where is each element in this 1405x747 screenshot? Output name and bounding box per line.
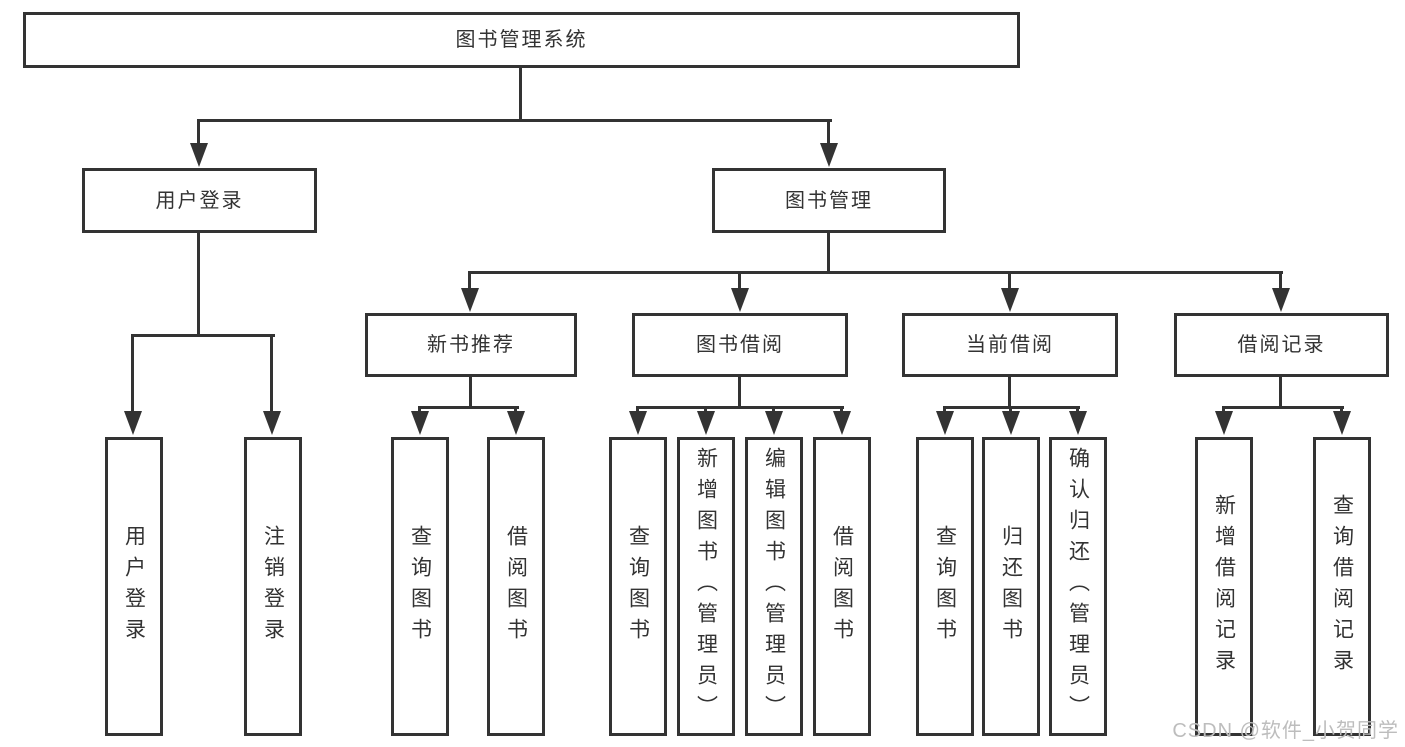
- leaf-user-login: 用户登录: [105, 437, 163, 736]
- connector-line: [943, 406, 946, 413]
- leaf-query-books-borrowing: 查询图书: [609, 437, 667, 736]
- connector-line: [1008, 271, 1011, 290]
- arrow-down-icon: [1002, 411, 1020, 435]
- connector-line: [418, 406, 519, 409]
- arrow-down-icon: [833, 411, 851, 435]
- node-label: 借阅图书: [504, 524, 528, 649]
- csdn-watermark: CSDN @软件_小贺同学: [1172, 720, 1399, 742]
- arrow-down-icon: [461, 288, 479, 312]
- node-label: 当前借阅: [966, 334, 1054, 356]
- connector-line: [772, 406, 775, 413]
- connector-line: [738, 271, 741, 290]
- leaf-borrow-books-recommend: 借阅图书: [487, 437, 545, 736]
- connector-line: [636, 406, 844, 409]
- arrow-down-icon: [124, 411, 142, 435]
- arrow-down-icon: [731, 288, 749, 312]
- connector-line: [197, 119, 200, 145]
- node-label: 图书管理: [785, 189, 873, 212]
- connector-line: [270, 334, 273, 413]
- connector-line: [514, 406, 517, 413]
- arrow-down-icon: [1333, 411, 1351, 435]
- arrow-down-icon: [411, 411, 429, 435]
- connector-line: [827, 233, 830, 274]
- arrow-down-icon: [629, 411, 647, 435]
- node-label: 借阅记录: [1237, 334, 1326, 356]
- connector-line: [1076, 406, 1079, 413]
- node-label: 归还图书: [999, 524, 1023, 649]
- node-label: 借阅图书: [830, 524, 854, 649]
- leaf-add-books-admin: 新增图书（管理员）: [677, 437, 735, 736]
- node-new-book-recommend: 新书推荐: [365, 313, 577, 377]
- connector-line: [1008, 377, 1011, 409]
- node-label: 注销登录: [261, 524, 285, 649]
- arrow-down-icon: [190, 143, 208, 167]
- connector-line: [738, 377, 741, 409]
- leaf-query-books-current: 查询图书: [916, 437, 974, 736]
- node-label: 新书推荐: [427, 334, 515, 356]
- node-label: 图书借阅: [696, 334, 784, 356]
- connector-line: [1222, 406, 1225, 413]
- connector-line: [131, 334, 275, 337]
- connector-line: [1340, 406, 1343, 413]
- leaf-return-books: 归还图书: [982, 437, 1040, 736]
- node-book-borrowing: 图书借阅: [632, 313, 848, 377]
- arrow-down-icon: [1069, 411, 1087, 435]
- node-label: 用户登录: [155, 189, 244, 212]
- node-book-management: 图书管理: [712, 168, 946, 233]
- connector-line: [131, 334, 134, 413]
- node-borrowing-records: 借阅记录: [1174, 313, 1389, 377]
- node-label: 确认归还（管理员）: [1066, 447, 1090, 726]
- connector-line: [197, 119, 832, 122]
- leaf-query-books-recommend: 查询图书: [391, 437, 449, 736]
- connector-line: [1279, 377, 1282, 409]
- connector-line: [468, 271, 1283, 274]
- connector-line: [1009, 406, 1012, 413]
- node-label: 查询图书: [408, 524, 432, 649]
- connector-line: [827, 119, 830, 145]
- arrow-down-icon: [1215, 411, 1233, 435]
- arrow-down-icon: [820, 143, 838, 167]
- leaf-borrow-books: 借阅图书: [813, 437, 871, 736]
- connector-line: [469, 377, 472, 409]
- connector-line: [418, 406, 421, 413]
- leaf-add-borrow-record: 新增借阅记录: [1195, 437, 1253, 736]
- node-label: 新增借阅记录: [1212, 493, 1236, 680]
- node-label: 编辑图书（管理员）: [762, 447, 786, 726]
- node-label: 查询借阅记录: [1330, 493, 1354, 680]
- leaf-query-borrow-record: 查询借阅记录: [1313, 437, 1371, 736]
- connector-line: [197, 232, 200, 337]
- connector-line: [636, 406, 639, 413]
- arrow-down-icon: [697, 411, 715, 435]
- arrow-down-icon: [1001, 288, 1019, 312]
- connector-line: [840, 406, 843, 413]
- node-library-management-system: 图书管理系统: [23, 12, 1020, 68]
- node-label: 查询图书: [933, 524, 957, 649]
- leaf-confirm-return-admin: 确认归还（管理员）: [1049, 437, 1107, 736]
- leaf-edit-books-admin: 编辑图书（管理员）: [745, 437, 803, 736]
- connector-line: [704, 406, 707, 413]
- connector-line: [519, 68, 522, 122]
- node-user-login: 用户登录: [82, 168, 317, 233]
- node-label: 图书管理系统: [455, 29, 588, 51]
- arrow-down-icon: [507, 411, 525, 435]
- node-label: 新增图书（管理员）: [694, 447, 718, 726]
- arrow-down-icon: [1272, 288, 1290, 312]
- arrow-down-icon: [263, 411, 281, 435]
- node-label: 查询图书: [626, 524, 650, 649]
- node-current-borrowing: 当前借阅: [902, 313, 1118, 377]
- arrow-down-icon: [765, 411, 783, 435]
- leaf-logout: 注销登录: [244, 437, 302, 736]
- arrow-down-icon: [936, 411, 954, 435]
- connector-line: [468, 271, 471, 290]
- node-label: 用户登录: [122, 524, 146, 649]
- connector-line: [1279, 271, 1282, 290]
- connector-line: [1222, 406, 1344, 409]
